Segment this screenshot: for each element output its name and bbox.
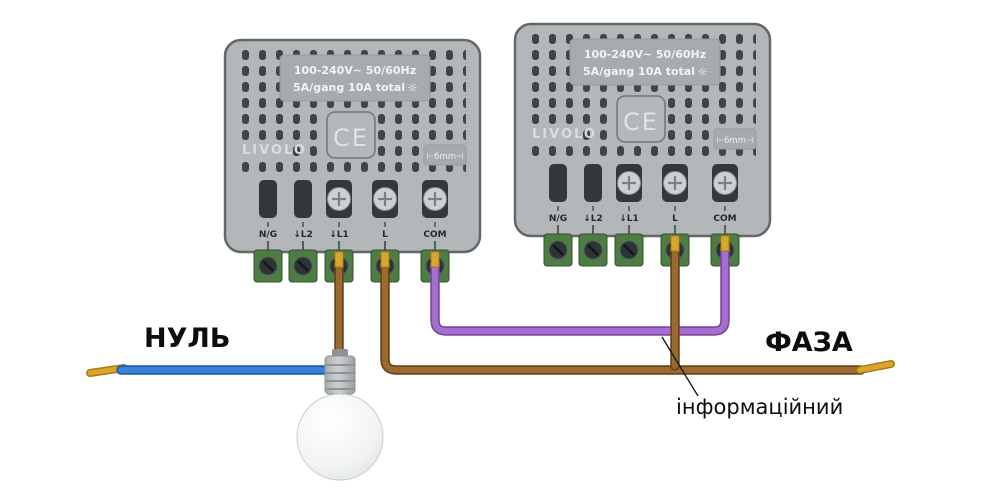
switch-module-left: 100-240V~ 50/60Hz 5A/gang 10A total ☼ LI…: [223, 38, 482, 283]
terminal-screw-l: [373, 187, 397, 211]
terminal-label-l: L: [382, 230, 388, 240]
label-phase: ФАЗА: [765, 327, 853, 358]
brand-bg: [240, 140, 290, 158]
ratings-plate-bg: [279, 54, 431, 102]
brand-label: LIVOLO: [242, 143, 307, 158]
wire-gauge-bg: [423, 144, 467, 166]
signal-wire: [430, 241, 730, 336]
label-signal: інформаційний: [676, 395, 843, 419]
switch-module-right: [513, 22, 772, 268]
terminal-slots: [259, 180, 448, 218]
light-bulb: [296, 349, 384, 481]
terminal-slot-ng: [259, 180, 277, 218]
terminal-label-l2: ↓L2: [293, 230, 313, 240]
terminal-label-ng: N/G: [259, 230, 277, 240]
phase-wire: [380, 257, 866, 375]
ferrule-left-l: [380, 251, 390, 268]
wire-ferrules: [334, 235, 730, 268]
ratings-line1: 100-240V~ 50/60Hz: [294, 64, 416, 77]
terminal-slot-l2: [294, 180, 312, 218]
terminal-label-l1: ↓L1: [329, 230, 349, 240]
ferrule-right-l: [670, 235, 680, 252]
terminal-label-com: COM: [423, 230, 446, 240]
wire-gauge-plate: ⊢6mm⊣: [423, 144, 467, 166]
phase-wire-tip: [856, 360, 895, 374]
wire-gauge-label: ⊢6mm⊣: [427, 152, 464, 162]
neutral-wire: [86, 364, 335, 377]
wires: [86, 235, 895, 377]
terminal-screw-com: [423, 187, 447, 211]
ratings-plate: 100-240V~ 50/60Hz 5A/gang 10A total ☼: [279, 54, 431, 102]
label-neutral: НУЛЬ: [144, 323, 230, 354]
ferrule-left-com: [430, 251, 440, 268]
ce-badge: CE: [326, 111, 376, 159]
sun-icon: ☼: [407, 81, 418, 95]
bulb-globe: [296, 393, 384, 481]
terminal-screw-l1: [327, 187, 351, 211]
terminal-labels: N/G ↓L2 ↓L1 L COM: [259, 222, 447, 250]
ferrule-left-l1: [334, 251, 344, 268]
ce-mark: CE: [333, 124, 369, 152]
ratings-line2: 5A/gang 10A total: [293, 81, 405, 94]
ferrule-right-com: [720, 235, 730, 252]
ce-badge-bg: [326, 111, 376, 159]
signal-annotation-line: [661, 336, 699, 397]
